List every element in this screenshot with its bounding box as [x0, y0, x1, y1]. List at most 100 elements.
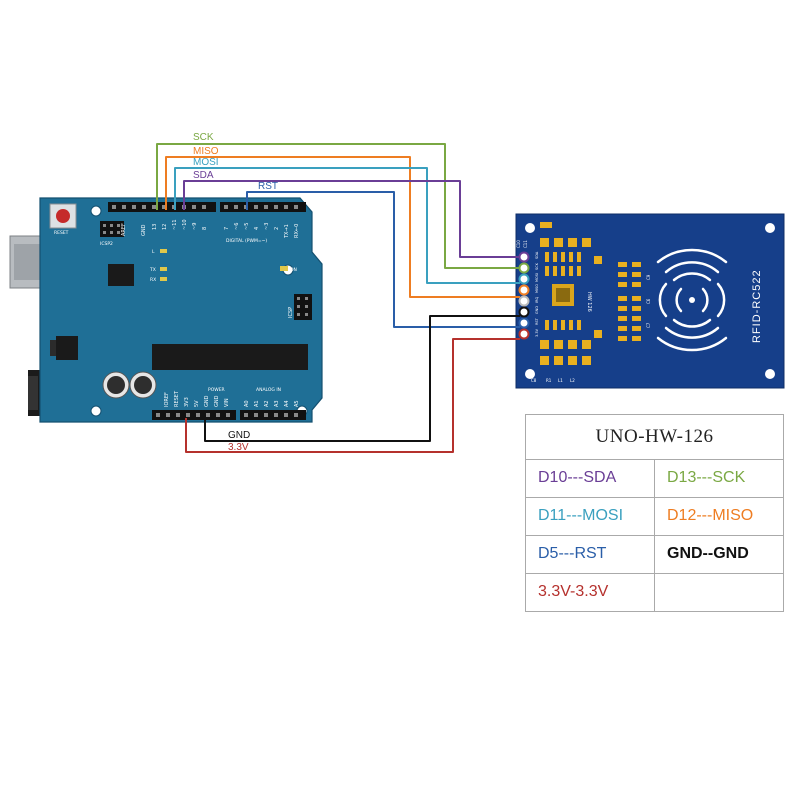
- table-cell-sck: D13---SCK: [667, 469, 746, 486]
- rfid-pin-mosi-label: MOSI: [535, 273, 539, 282]
- a1-label: A1: [254, 400, 260, 407]
- a0-label: A0: [244, 400, 250, 407]
- rfid-pin-miso-label: MISO: [535, 284, 539, 293]
- d3-label: ~3: [264, 223, 270, 230]
- wire-miso: [165, 156, 520, 298]
- usb-chip: [108, 264, 134, 286]
- ioref-label: IOREF: [164, 392, 170, 407]
- table-cell-empty: [655, 573, 784, 611]
- d5-label: ~5: [244, 223, 250, 230]
- miso-wire-label: MISO: [193, 146, 219, 157]
- table-cell-33v: 3.3V-3.3V: [538, 583, 609, 600]
- icsp-header: ICSP: [288, 294, 312, 320]
- led-on-label: ON: [290, 267, 297, 273]
- arduino-uno-board: RESET ICSP2 AREF GND 13 12 ~11 ~10 ~9 8 …: [9, 197, 323, 423]
- rfid-pin-irq-label: IRQ: [535, 297, 539, 303]
- table-cell-mosi: D11---MOSI: [538, 507, 624, 524]
- r1-label: R1: [546, 378, 552, 383]
- smd-components: [540, 222, 641, 365]
- rfid-pin-sck-label: SCK: [535, 262, 539, 270]
- reset-pin-label: RESET: [174, 390, 180, 407]
- rfid-pin-header: [518, 251, 530, 340]
- d0-label: RX←0: [294, 224, 300, 238]
- d8-label: 8: [202, 227, 208, 230]
- gnd-wire-label: GND: [228, 430, 250, 441]
- table-divider: [526, 573, 783, 574]
- a3-label: A3: [274, 400, 280, 407]
- wire-gnd: [204, 315, 520, 442]
- power-label: POWER: [208, 387, 225, 393]
- led-l-label: L: [152, 249, 155, 255]
- pin-mapping-table: UNO-HW-126 D10---SDA D13---SCK D11---MOS…: [525, 414, 784, 612]
- table-cell-miso: D12---MISO: [667, 507, 754, 524]
- d11-label: ~11: [172, 219, 178, 230]
- d12-label: 12: [162, 224, 168, 230]
- d13-label: 13: [152, 224, 158, 230]
- rfid-pin-33v-label: 3.3V: [535, 328, 539, 337]
- v33-wire-label: 3.3V: [228, 442, 249, 453]
- gnd-pin-a-label: GND: [204, 395, 210, 407]
- sda-wire-label: SDA: [193, 170, 214, 181]
- analog-header: [240, 410, 306, 420]
- atmega-chip: [152, 344, 308, 370]
- capacitors: [102, 371, 157, 399]
- 3v3-pin-label: 3V3: [184, 397, 190, 407]
- gnd-top-label: GND: [141, 224, 147, 236]
- c6-label: C6: [646, 298, 651, 304]
- c10-label: C10: [516, 240, 521, 248]
- a2-label: A2: [264, 400, 270, 407]
- rfid-pin-rst-label: RST: [535, 317, 539, 325]
- icsp-label: ICSP: [288, 307, 294, 318]
- wire-3v3: [185, 338, 520, 453]
- mosi-wire-label: MOSI: [193, 157, 219, 168]
- reset-label: RESET: [54, 230, 69, 236]
- a5-label: A5: [294, 400, 300, 407]
- table-divider: [526, 497, 783, 498]
- d7-label: 7: [224, 227, 230, 230]
- l2-label: L2: [570, 378, 575, 383]
- rfid-antenna-icon: [656, 248, 728, 352]
- rfid-rc522-module: SDA SCK MOSI MISO IRQ GND RST 3.3V C10 C…: [515, 213, 785, 389]
- icsp2-header: ICSP2: [100, 221, 124, 247]
- wire-sda: [183, 180, 520, 258]
- rfid-title: RFID-RC522: [751, 269, 763, 343]
- voltage-regulator: [56, 336, 78, 360]
- icsp2-label: ICSP2: [100, 241, 113, 247]
- aref-label: AREF: [121, 223, 127, 236]
- analog-label: ANALOG IN: [256, 387, 281, 393]
- d2-label: 2: [274, 227, 280, 230]
- d9-label: ~9: [192, 223, 198, 230]
- table-divider: [526, 535, 783, 536]
- power-header: [152, 410, 236, 420]
- vin-pin-label: VIN: [224, 398, 230, 407]
- rfid-pin-sda-label: SDA: [535, 251, 539, 259]
- c11-label: C11: [523, 240, 528, 248]
- led-rx-label: RX: [150, 277, 156, 283]
- wire-sck: [156, 143, 520, 269]
- sck-wire-label: SCK: [193, 132, 214, 143]
- wires: [156, 143, 520, 453]
- table-cell-gnd: GND--GND: [667, 545, 749, 562]
- rfid-chip-label: HW 126: [586, 292, 592, 312]
- d10-label: ~10: [182, 219, 188, 230]
- table-cell-sda: D10---SDA: [538, 469, 617, 486]
- gnd-pin-b-label: GND: [214, 395, 220, 407]
- 5v-pin-label: 5V: [194, 400, 200, 407]
- table-cell-rst: D5---RST: [538, 545, 607, 562]
- status-leds: L TX RX ON: [149, 249, 297, 283]
- c7-label: C7: [646, 322, 651, 328]
- c9-label: C9: [646, 274, 651, 280]
- led-tx-label: TX: [149, 267, 156, 273]
- rfid-pin-gnd-label: GND: [535, 306, 539, 314]
- d4-label: 4: [254, 227, 260, 230]
- wire-mosi: [174, 167, 520, 284]
- a4-label: A4: [284, 400, 290, 407]
- c8-label: C8: [531, 378, 537, 383]
- rst-wire-label: RST: [258, 181, 278, 192]
- pin-table-title: UNO-HW-126: [526, 415, 783, 460]
- digital-label: DIGITAL (PWM=~): [226, 238, 267, 244]
- d1-label: TX→1: [284, 224, 290, 239]
- d6-label: ~6: [234, 223, 240, 230]
- l1-label: L1: [558, 378, 563, 383]
